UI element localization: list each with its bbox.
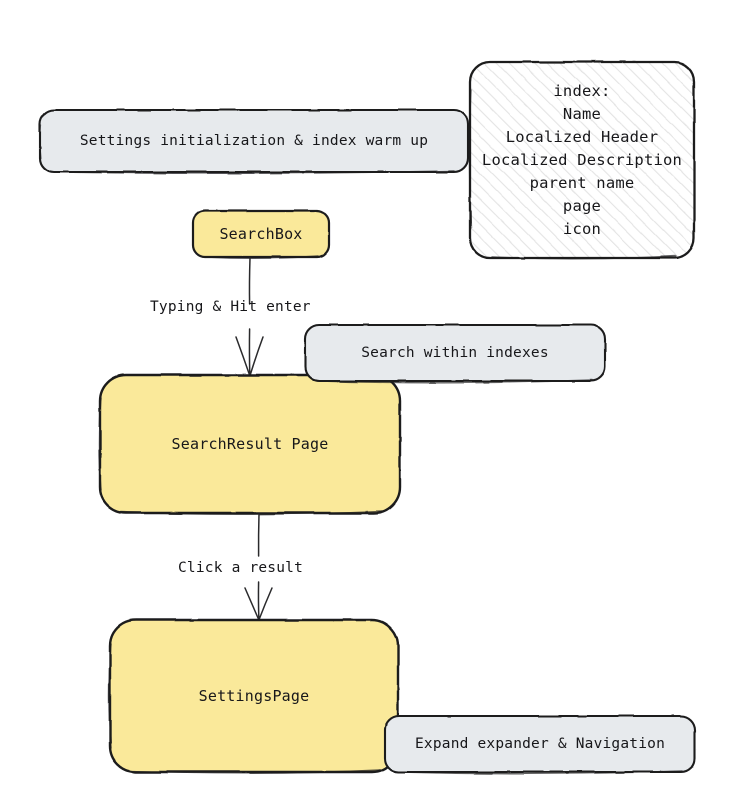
node-settings-page-shape (108, 618, 400, 775)
node-search-result-page-shape (98, 373, 402, 516)
node-search-result-page[interactable] (100, 375, 305, 513)
annotation-settings-init[interactable] (40, 110, 468, 172)
edge-typing-line (235, 257, 264, 377)
index-card[interactable] (470, 62, 694, 258)
node-search-box[interactable] (193, 211, 329, 257)
annotation-settings-init-shape (38, 108, 470, 175)
annotation-search-within-indexes[interactable] (305, 325, 605, 381)
annotation-expand-expander[interactable] (385, 716, 695, 772)
index-card-shape (468, 60, 696, 260)
annotation-search-within-shape (303, 323, 607, 384)
edge-click-line (244, 513, 273, 621)
node-search-box-shape (191, 209, 331, 259)
node-settings-page[interactable] (110, 620, 385, 772)
annotation-expand-expander-shape (383, 714, 697, 775)
